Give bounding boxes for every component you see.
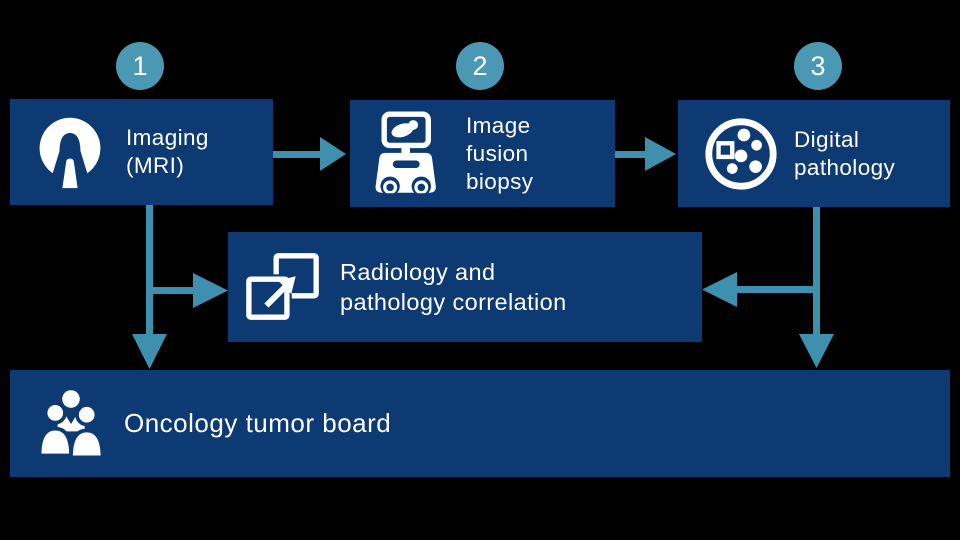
correlation-label-line: Radiology and (340, 259, 496, 285)
step-number-badge-3: 3 (794, 42, 842, 90)
step-label-line: pathology (794, 154, 896, 180)
mri-scanner-icon (39, 117, 101, 189)
arrow-imaging-to-fusion (273, 137, 346, 171)
ultrasound-cart-icon (371, 111, 449, 197)
step-box-imaging-mri: Imaging (MRI) (10, 99, 273, 205)
tumor-board-box: Oncology tumor board (10, 370, 950, 477)
step-label-line: Digital (794, 126, 860, 152)
arrow-imaging-to-board (132, 205, 167, 369)
step-label-line: (MRI) (126, 153, 185, 178)
people-group-icon (35, 389, 107, 460)
arrow-pathology-to-correlation (702, 272, 816, 307)
petri-dish-icon (705, 117, 777, 190)
step-number: 3 (810, 50, 826, 81)
step-number: 2 (472, 50, 488, 81)
correlation-label-line: pathology correlation (340, 289, 567, 315)
step-label-line: fusion (466, 140, 529, 166)
correlation-box: Radiology and pathology correlation (228, 232, 702, 342)
step-box-image-fusion-biopsy: Image fusion biopsy (350, 100, 615, 207)
arrow-pathology-to-board (799, 207, 834, 368)
step-number: 1 (132, 50, 148, 81)
correlation-label: Radiology and pathology correlation (340, 257, 567, 317)
step-number-badge-2: 2 (456, 42, 504, 90)
step-label-line: Imaging (126, 125, 209, 150)
tumor-board-label: Oncology tumor board (124, 408, 392, 438)
step-box-digital-pathology: Digital pathology (678, 100, 950, 207)
step-label-line: Image (466, 112, 531, 138)
step-label-line: biopsy (466, 168, 534, 194)
step-label: Imaging (MRI) (126, 124, 209, 180)
step-label: Image fusion biopsy (466, 112, 533, 196)
step-number-badge-1: 1 (116, 42, 164, 90)
arrow-fusion-to-pathology (615, 137, 676, 171)
step-label: Digital pathology (794, 126, 895, 182)
arrow-imaging-to-correlation (146, 273, 228, 308)
overlapping-squares-arrow-icon (244, 253, 319, 323)
